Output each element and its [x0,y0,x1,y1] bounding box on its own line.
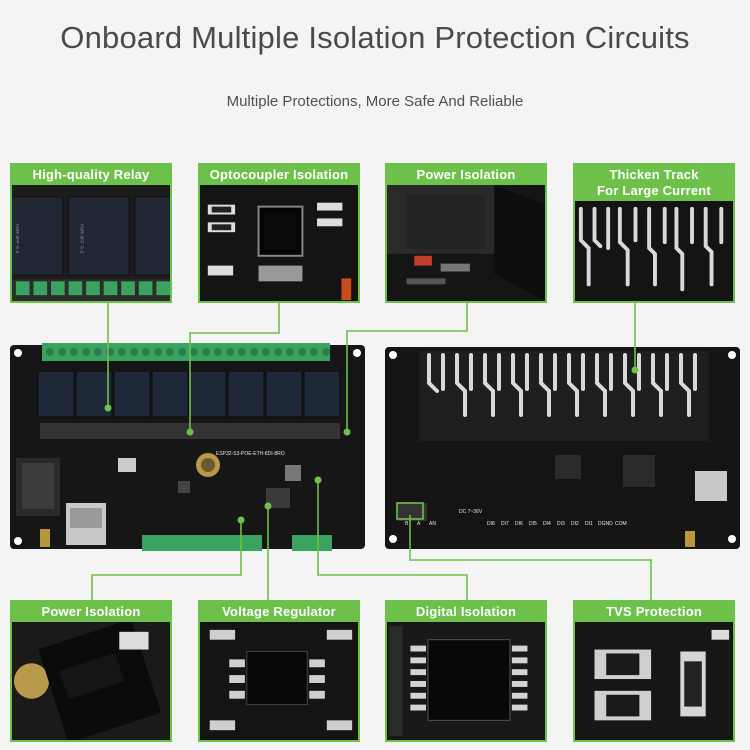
feature-label: High-quality Relay [12,165,170,185]
terminal-label: DGND [598,521,613,527]
page-title: Onboard Multiple Isolation Protection Ci… [60,20,690,55]
feature-optocoupler-isolation: Optocoupler Isolation [198,163,360,303]
board-front-image: ESP32-S3-POE-ETH-8DI-8RO [10,343,365,551]
feature-label-line2: For Large Current [597,183,711,198]
terminal-label: DI5 [529,521,537,527]
voltage-regulator-image [200,622,358,740]
terminal-label: DI4 [543,521,551,527]
board-power-range-label: DC 7~36V [459,509,483,515]
feature-label-line1: Thicken Track [609,167,699,182]
board-model-label: ESP32-S3-POE-ETH-8DI-8RO [216,451,285,457]
board-back-image: DC 7~36V B A AN DI8 DI7 DI6 DI5 DI4 DI3 … [385,347,740,549]
optocoupler-closeup-image [200,185,358,301]
feature-label: Optocoupler Isolation [200,165,358,185]
page-subtitle: Multiple Protections, More Safe And Reli… [226,93,524,110]
digital-isolator-chip-image [387,622,545,740]
thick-track-closeup-image [575,201,733,301]
feature-high-quality-relay: High-quality Relay HJR-3FF-S-Z HJR-3FF-S… [10,163,172,303]
svg-text:HJR-3FF-S-Z: HJR-3FF-S-Z [14,224,20,253]
svg-text:HJR-3FF-S-Z: HJR-3FF-S-Z [78,224,84,253]
terminal-label: DI2 [571,521,579,527]
feature-label: Voltage Regulator [200,602,358,622]
terminal-label: DI3 [557,521,565,527]
terminal-label: DI7 [501,521,509,527]
relay-closeup-image: HJR-3FF-S-Z HJR-3FF-S-Z [12,185,170,301]
feature-label: Thicken Track For Large Current [575,165,733,201]
feature-label: Power Isolation [12,602,170,622]
power-isolation-closeup-image [387,185,545,301]
tvs-diode-image [575,622,733,740]
feature-power-isolation-top: Power Isolation [385,163,547,303]
terminal-label: AN [429,521,436,527]
terminal-label: DI1 [585,521,593,527]
terminal-label: DI8 [487,521,495,527]
feature-label: Power Isolation [387,165,545,185]
feature-label: TVS Protection [575,602,733,622]
feature-tvs-protection: TVS Protection [573,600,735,742]
feature-voltage-regulator: Voltage Regulator [198,600,360,742]
feature-thicken-track: Thicken Track For Large Current [573,163,735,303]
terminal-label: COM [615,521,627,527]
feature-label: Digital Isolation [387,602,545,622]
feature-power-isolation-bottom: Power Isolation [10,600,172,742]
power-isolation-module-image [12,622,170,740]
feature-digital-isolation: Digital Isolation [385,600,547,742]
terminal-label: DI6 [515,521,523,527]
